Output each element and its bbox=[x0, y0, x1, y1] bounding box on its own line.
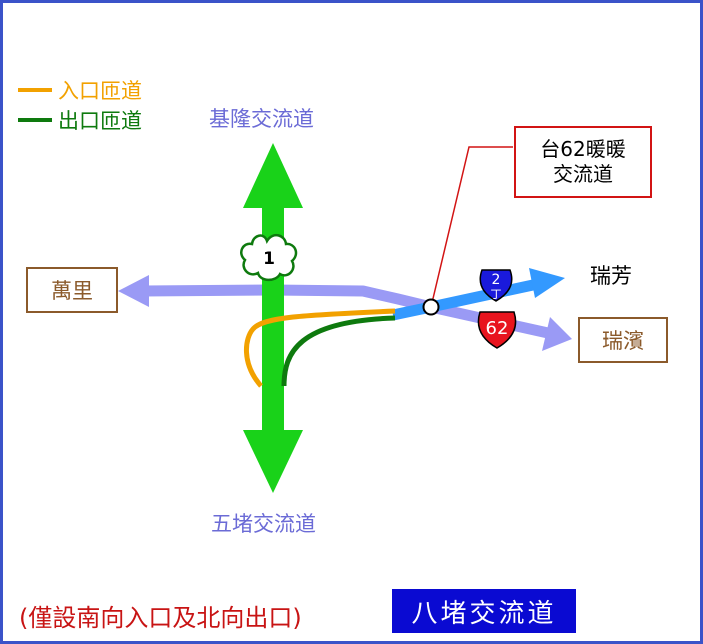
interchange-title-text: 八堵交流道 bbox=[411, 598, 557, 629]
interchange-map: 1 2 丁 62 bbox=[118, 143, 572, 493]
route-2-shield-number: 2 bbox=[492, 272, 501, 288]
legend-exit-swatch bbox=[18, 118, 52, 122]
footer-note: (僅設南向入口及北向出口) bbox=[19, 604, 302, 632]
route-2-shield bbox=[479, 269, 513, 302]
box-wanli-label: 萬里 bbox=[51, 279, 93, 303]
label-ruifang: 瑞芳 bbox=[590, 264, 632, 288]
callout-leader-line bbox=[430, 146, 513, 308]
freeway-1-shield-number: 1 bbox=[263, 249, 275, 269]
route-62-shield bbox=[477, 311, 517, 349]
arrow-head-ruifang bbox=[529, 268, 565, 298]
road-to-wanli bbox=[142, 284, 433, 313]
legend-exit: 出口匝道 bbox=[18, 105, 142, 135]
freeway-arrow-south bbox=[243, 430, 303, 493]
label-south-wudu: 五堵交流道 bbox=[211, 512, 316, 536]
callout-nuannuan-interchange: 台62暖暖 交流道 bbox=[514, 126, 652, 198]
legend-entrance: 入口匝道 bbox=[18, 75, 142, 105]
arrow-head-wanli bbox=[118, 275, 149, 307]
box-wanli: 萬里 bbox=[26, 267, 118, 313]
route-2-shield-suffix: 丁 bbox=[491, 288, 502, 301]
entrance-ramp bbox=[243, 308, 396, 388]
interchange-title: 八堵交流道 bbox=[392, 589, 576, 633]
box-ruibin-label: 瑞濱 bbox=[602, 329, 644, 353]
junction-marker bbox=[422, 298, 440, 316]
freeway-1-shield bbox=[240, 233, 298, 282]
freeway-arrow-north bbox=[243, 143, 303, 208]
arrow-head-ruibin bbox=[542, 317, 572, 351]
callout-line-2: 交流道 bbox=[553, 162, 613, 186]
label-north-keelung: 基隆交流道 bbox=[209, 107, 314, 131]
legend-entrance-label: 入口匝道 bbox=[58, 79, 142, 103]
legend-entrance-swatch bbox=[18, 88, 52, 92]
legend-exit-label: 出口匝道 bbox=[58, 109, 142, 133]
box-ruibin: 瑞濱 bbox=[578, 317, 668, 363]
exit-ramp bbox=[281, 315, 396, 387]
callout-line-1: 台62暖暖 bbox=[540, 137, 626, 161]
route-62-shield-number: 62 bbox=[486, 318, 509, 339]
